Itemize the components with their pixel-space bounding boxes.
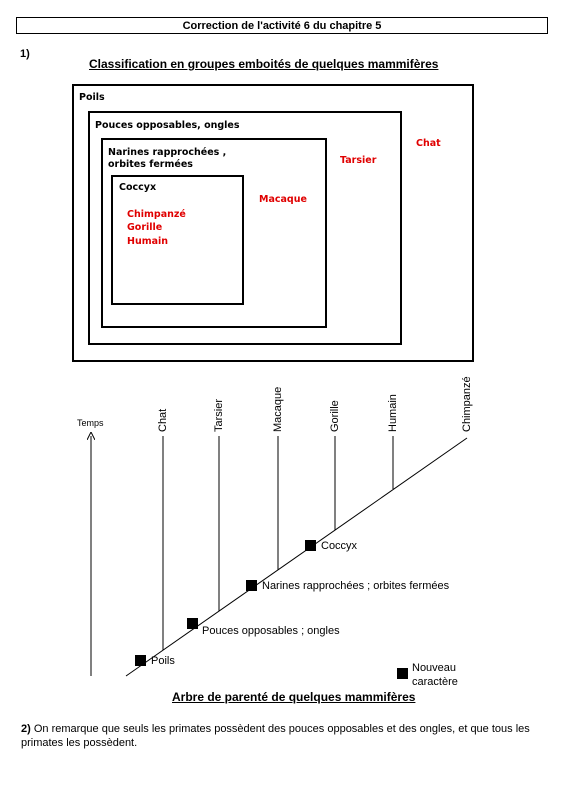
legend-text-line2: caractère <box>412 676 458 688</box>
animal-macaque: Macaque <box>259 194 307 205</box>
box-poils <box>72 84 474 362</box>
time-axis-label: Temps <box>77 418 104 428</box>
character-narines: Narines rapprochées ; orbites fermées <box>262 580 450 592</box>
answer-2-text-2: primates les possèdent. <box>21 737 138 749</box>
box-coccyx-label: Coccyx <box>119 182 157 193</box>
taxon-tarsier: Tarsier <box>213 398 225 432</box>
character-square-narines <box>246 580 257 591</box>
animal-humain: Humain <box>127 236 169 247</box>
box-narines-label-1: Narines rapprochées , <box>108 147 227 158</box>
box-pouces-label: Pouces opposables, ongles <box>95 120 240 131</box>
animal-gorille: Gorille <box>127 222 163 233</box>
taxon-humain: Humain <box>387 394 399 432</box>
box-narines <box>101 138 327 328</box>
box-narines-label-2: orbites fermées <box>108 159 193 170</box>
character-poils: Poils <box>151 655 175 667</box>
character-square-coccyx <box>305 540 316 551</box>
box-coccyx <box>111 175 244 305</box>
tree-trunk <box>125 437 468 677</box>
page-title: Correction de l'activité 6 du chapitre 5 <box>16 17 548 34</box>
classification-title: Classification en groupes emboités de qu… <box>89 57 439 71</box>
question-2-number: 2) <box>21 723 31 735</box>
character-coccyx: Coccyx <box>321 540 358 552</box>
legend-square <box>397 668 408 679</box>
taxon-chimpanze: Chimpanzé <box>461 376 473 432</box>
tree-title: Arbre de parenté de quelques mammifères <box>172 690 416 704</box>
answer-2-line1: 2) On remarque que seuls les primates po… <box>21 722 551 736</box>
animal-chat: Chat <box>416 138 441 149</box>
answer-2-text-1: On remarque que seuls les primates possè… <box>30 723 530 735</box>
box-pouces <box>88 111 402 345</box>
taxon-chat: Chat <box>157 408 169 432</box>
taxon-gorille: Gorille <box>329 400 341 432</box>
animal-tarsier: Tarsier <box>340 155 377 166</box>
animal-chimpanze: Chimpanzé <box>127 209 186 220</box>
legend-text-line1: Nouveau <box>412 662 457 674</box>
box-poils-label: Poils <box>79 92 105 103</box>
taxon-macaque: Macaque <box>272 386 284 432</box>
character-square-pouces <box>187 618 198 629</box>
question-1-number: 1) <box>20 48 30 60</box>
character-pouces: Pouces opposables ; ongles <box>202 625 340 637</box>
character-square-poils <box>135 655 146 666</box>
